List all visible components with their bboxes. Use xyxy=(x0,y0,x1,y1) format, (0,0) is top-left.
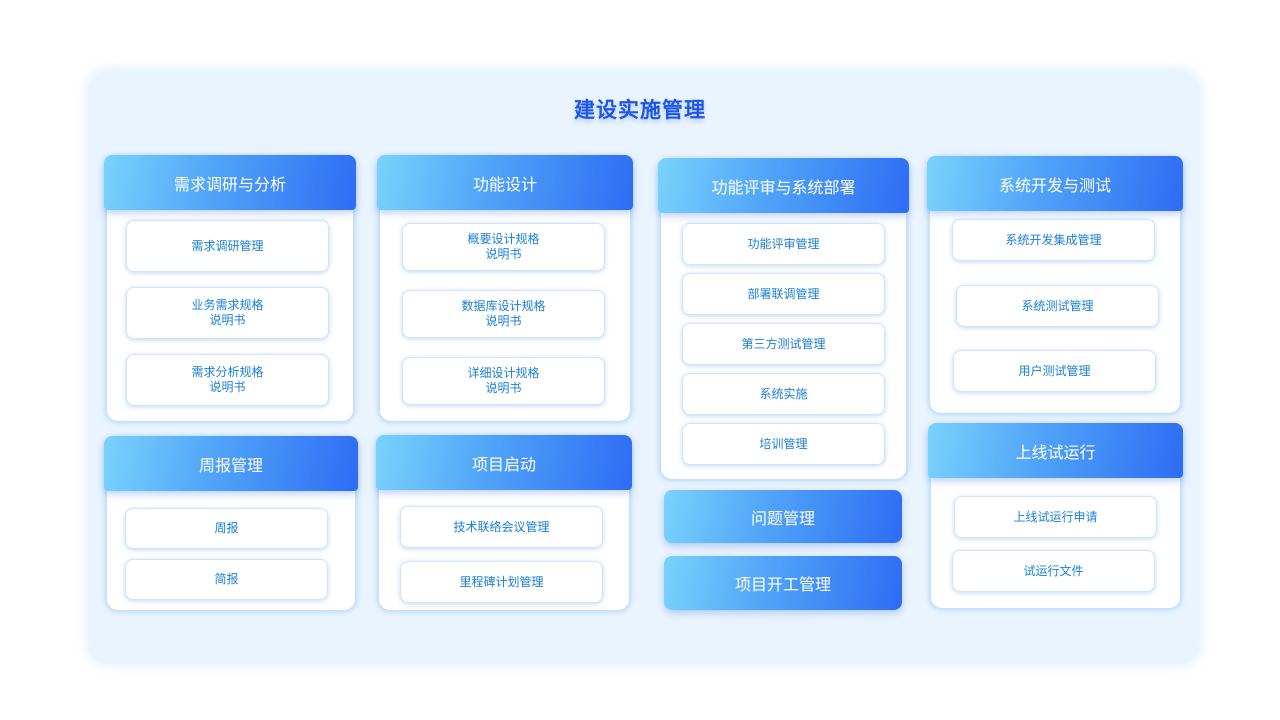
card-kickoff: 项目启动 技术联络会议管理 里程碑计划管理 xyxy=(376,435,632,611)
card-requirements: 需求调研与分析 需求调研管理 业务需求规格 说明书 需求分析规格 说明书 xyxy=(104,155,356,422)
item-third-party-test[interactable]: 第三方测试管理 xyxy=(682,323,885,365)
item-business-spec[interactable]: 业务需求规格 说明书 xyxy=(126,287,329,339)
item-deploy-joint-debug[interactable]: 部署联调管理 xyxy=(682,273,885,315)
item-requirements-survey[interactable]: 需求调研管理 xyxy=(126,220,329,272)
item-function-review[interactable]: 功能评审管理 xyxy=(682,223,885,265)
card-kickoff-header: 项目启动 xyxy=(376,435,632,490)
card-trial-header: 上线试运行 xyxy=(928,423,1183,478)
card-trial: 上线试运行 上线试运行申请 试运行文件 xyxy=(928,423,1183,609)
item-system-dev-integration[interactable]: 系统开发集成管理 xyxy=(952,219,1155,261)
card-dev: 系统开发与测试 系统开发集成管理 系统测试管理 用户测试管理 xyxy=(927,156,1183,414)
item-outline-design-spec[interactable]: 概要设计规格 说明书 xyxy=(402,223,605,271)
item-system-implementation[interactable]: 系统实施 xyxy=(682,373,885,415)
item-tech-liaison-meeting[interactable]: 技术联络会议管理 xyxy=(400,506,603,548)
item-user-test[interactable]: 用户测试管理 xyxy=(953,350,1156,392)
card-design-header: 功能设计 xyxy=(377,155,633,210)
item-trial-run-documents[interactable]: 试运行文件 xyxy=(952,550,1155,592)
block-issue-management[interactable]: 问题管理 xyxy=(664,490,902,543)
card-weekly: 周报管理 周报 简报 xyxy=(104,436,358,611)
item-milestone-plan[interactable]: 里程碑计划管理 xyxy=(400,561,603,603)
item-database-design-spec[interactable]: 数据库设计规格 说明书 xyxy=(402,290,605,338)
item-trial-run-application[interactable]: 上线试运行申请 xyxy=(954,496,1157,538)
card-weekly-header: 周报管理 xyxy=(104,436,358,491)
card-dev-header: 系统开发与测试 xyxy=(927,156,1183,211)
card-review: 功能评审与系统部署 功能评审管理 部署联调管理 第三方测试管理 系统实施 培训管… xyxy=(658,158,909,480)
card-review-header: 功能评审与系统部署 xyxy=(658,158,909,213)
item-detailed-design-spec[interactable]: 详细设计规格 说明书 xyxy=(402,357,605,405)
item-brief-report[interactable]: 简报 xyxy=(125,559,328,600)
page-title: 建设实施管理 xyxy=(574,98,706,122)
block-start-work-management[interactable]: 项目开工管理 xyxy=(664,556,902,610)
card-design: 功能设计 概要设计规格 说明书 数据库设计规格 说明书 详细设计规格 说明书 xyxy=(377,155,633,422)
card-requirements-header: 需求调研与分析 xyxy=(104,155,356,210)
item-training[interactable]: 培训管理 xyxy=(682,423,885,465)
item-weekly-report[interactable]: 周报 xyxy=(125,508,328,549)
item-system-test[interactable]: 系统测试管理 xyxy=(956,285,1159,327)
item-analysis-spec[interactable]: 需求分析规格 说明书 xyxy=(126,354,329,406)
